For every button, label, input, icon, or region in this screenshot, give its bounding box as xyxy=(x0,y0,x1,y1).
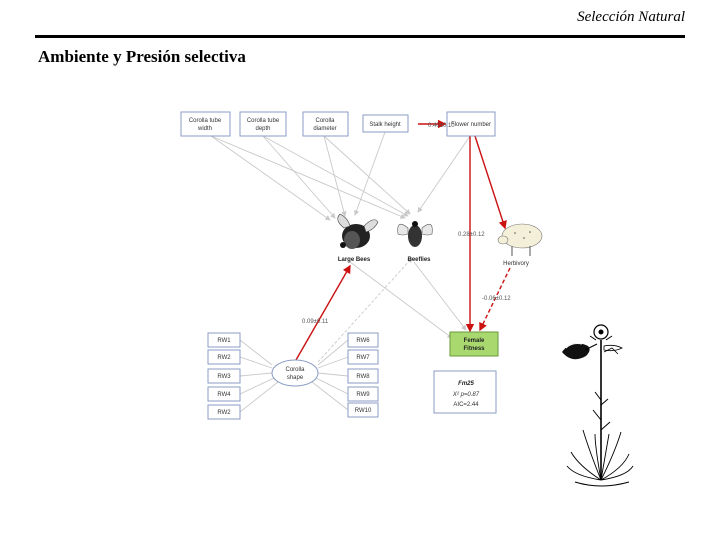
rw-box: RW2 xyxy=(217,355,231,361)
svg-text:Corolla: Corolla xyxy=(315,118,335,124)
rw-box: RW8 xyxy=(356,374,370,380)
rw-right-group: RW6 RW7 RW8 RW9 RW10 xyxy=(347,332,379,418)
coef-shape-bees: 0.09±0.11 xyxy=(302,319,329,325)
female-fitness-node: Female Fitness xyxy=(449,331,499,357)
rw-box: RW10 xyxy=(355,408,372,414)
coef-stalk-flower: 0.40±0.10 xyxy=(428,123,455,129)
beeflies-label: Beeflies xyxy=(407,257,431,263)
svg-text:Fitness: Fitness xyxy=(463,346,485,352)
rw-box: RW1 xyxy=(217,338,231,344)
flower-number-label: Flower number xyxy=(451,122,491,128)
node-stalk-height: Stalk height xyxy=(362,114,409,133)
rw-left-group: RW1 RW2 RW3 RW4 RW2 xyxy=(207,332,241,420)
rw-box: RW6 xyxy=(356,338,370,344)
svg-text:width: width xyxy=(197,126,212,132)
node-corolla-diameter: Corolla diameter xyxy=(302,111,349,137)
rw-box: RW9 xyxy=(356,392,370,398)
svg-text:Fm25: Fm25 xyxy=(458,381,474,387)
svg-text:Corolla: Corolla xyxy=(285,367,305,373)
node-corolla-tube-depth: Corolla tube depth xyxy=(239,111,287,137)
gray-paths xyxy=(210,131,471,413)
svg-text:Female: Female xyxy=(464,338,485,344)
sheep-icon xyxy=(497,223,543,256)
model-stats-box: Fm25 X² p=0.87 AIC=2.44 xyxy=(433,370,497,414)
rw-box: RW3 xyxy=(217,374,231,380)
svg-text:depth: depth xyxy=(255,126,270,132)
section-title: Ambiente y Presión selectiva xyxy=(38,47,246,66)
svg-text:Corolla tube: Corolla tube xyxy=(189,118,222,124)
node-flower-number: Flower number xyxy=(446,111,496,137)
plant-illustration-icon xyxy=(562,324,634,487)
rw-box: RW7 xyxy=(356,355,370,361)
header-divider xyxy=(35,35,685,38)
svg-text:X² p=0.87: X² p=0.87 xyxy=(452,392,480,398)
coef-herbivory-fitness: -0.06±0.12 xyxy=(482,296,511,302)
large-bee-icon xyxy=(337,213,379,249)
large-bees-label: Large Bees xyxy=(338,257,371,263)
svg-text:Corolla tube: Corolla tube xyxy=(247,118,280,124)
rw-box: RW4 xyxy=(217,392,231,398)
coef-flower-herbivory: 0.28±0.12 xyxy=(458,232,485,238)
stalk-height-label: Stalk height xyxy=(369,122,401,128)
beefly-icon xyxy=(397,221,433,247)
node-corolla-tube-width: Corolla tube width xyxy=(180,111,231,137)
rw-box: RW2 xyxy=(217,410,231,416)
herbivory-label: Herbivory xyxy=(503,261,529,267)
svg-text:diameter: diameter xyxy=(313,126,336,132)
svg-text:AIC=2.44: AIC=2.44 xyxy=(453,402,479,408)
slide-header-title: Selección Natural xyxy=(577,9,685,25)
svg-text:shape: shape xyxy=(287,375,304,381)
selected-paths xyxy=(295,119,511,361)
corolla-shape-node: Corolla shape xyxy=(271,359,319,387)
